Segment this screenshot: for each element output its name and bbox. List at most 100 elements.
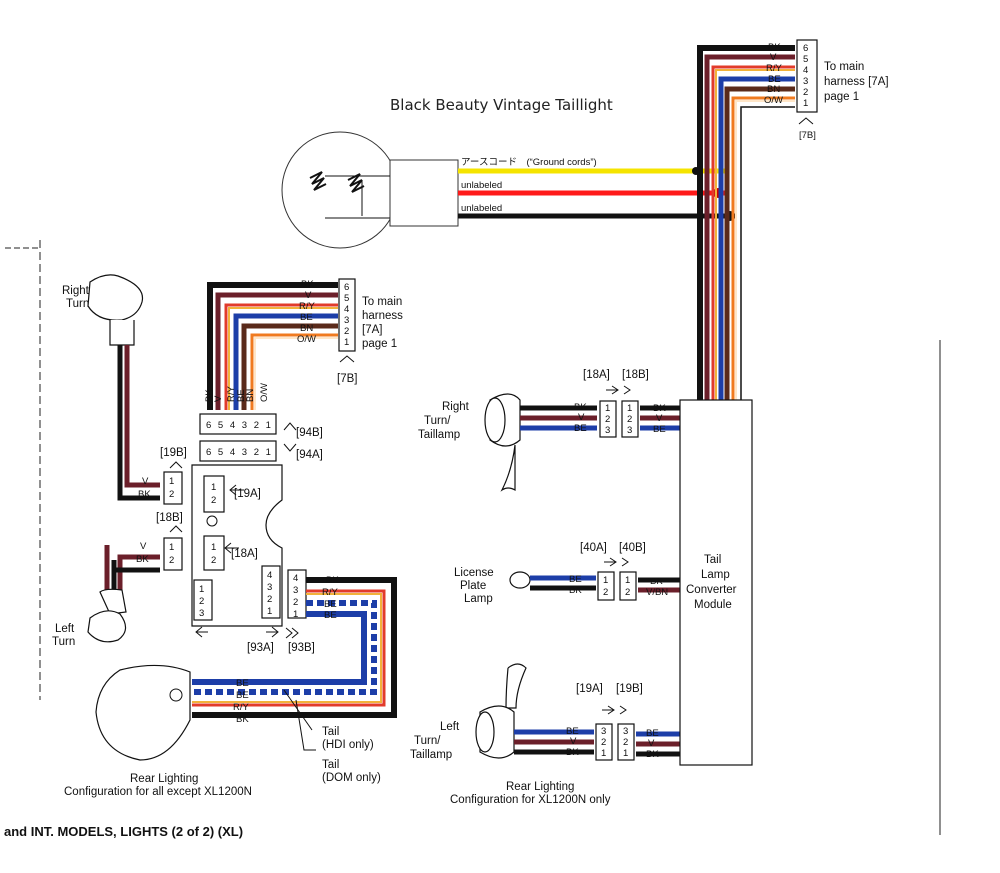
svg-text:Right: Right: [62, 285, 90, 297]
svg-text:BK: BK: [569, 585, 582, 596]
svg-text:2: 2: [199, 596, 204, 607]
svg-text:[94B]: [94B]: [296, 427, 323, 439]
svg-text:[19A]: [19A]: [576, 683, 603, 695]
wire-tag: BK: [768, 42, 781, 53]
svg-text:2: 2: [601, 737, 606, 748]
svg-text:BE: BE: [324, 599, 337, 610]
connector-19a: [203, 475, 225, 513]
caption: Configuration for XL1200N only: [450, 794, 611, 806]
page-footer-title: and INT. MODELS, LIGHTS (2 of 2) (XL): [4, 824, 243, 839]
diagram-title: Black Beauty Vintage Taillight: [390, 96, 613, 114]
svg-text:1: 1: [267, 606, 272, 617]
rear-lighting-left: BK R/Y BE BE BE BE R/Y BK Tail (HDI only…: [64, 575, 397, 798]
svg-text:4: 4: [803, 65, 808, 76]
svg-text:3: 3: [199, 608, 204, 619]
svg-text:Turn/: Turn/: [414, 735, 441, 747]
svg-text:R/Y: R/Y: [322, 587, 339, 598]
left-harness: BK V R/Y BE BN O/W 6 5 4 3 2 1 [7B] To m…: [204, 278, 403, 410]
svg-text:V: V: [140, 541, 147, 552]
wire-tag: O/W: [764, 95, 783, 106]
bulb-socket-circle: [281, 131, 399, 249]
wire-tag: V: [770, 52, 777, 63]
caption: Configuration for all except XL1200N: [64, 786, 252, 798]
svg-text:Taillamp: Taillamp: [410, 749, 452, 761]
svg-text:1: 1: [605, 403, 610, 414]
svg-text:1: 1: [601, 748, 606, 759]
connector-19b: [163, 471, 183, 505]
svg-text:1: 1: [169, 542, 174, 553]
connector-18a: [203, 535, 225, 571]
svg-text:1: 1: [623, 748, 628, 759]
dest-label: To main: [824, 61, 864, 73]
svg-text:[40B]: [40B]: [619, 542, 646, 554]
svg-text:Tail: Tail: [322, 759, 339, 771]
svg-text:BE: BE: [569, 574, 582, 585]
svg-text:2: 2: [211, 495, 216, 506]
svg-text:5: 5: [344, 293, 349, 304]
svg-text:V: V: [578, 412, 585, 423]
svg-text:[19A]: [19A]: [234, 488, 261, 500]
svg-text:2: 2: [211, 555, 216, 566]
svg-text:V/BN: V/BN: [646, 587, 668, 598]
svg-text:BK: BK: [138, 489, 151, 500]
svg-text:O/W: O/W: [259, 383, 270, 402]
svg-text:BK: BK: [646, 749, 659, 760]
left-turn-signal: Left Turn V BK 1 2 [18B]: [52, 512, 183, 648]
taillight-insert: アースコード (“Ground cords”) unlabeled unlabe…: [281, 131, 735, 249]
svg-text:1: 1: [344, 337, 349, 348]
svg-text:Right: Right: [442, 401, 470, 413]
svg-text:1: 1: [803, 98, 808, 109]
svg-text:[19B]: [19B]: [160, 447, 187, 459]
wire-label-ground: アースコード (“Ground cords”): [461, 157, 597, 168]
wire-tag: BE: [300, 312, 313, 323]
svg-text:1: 1: [293, 609, 298, 620]
svg-text:BK: BK: [236, 714, 249, 725]
connector-7b-top: [796, 39, 818, 113]
svg-text:[18B]: [18B]: [156, 512, 183, 524]
svg-text:1: 1: [627, 403, 632, 414]
svg-text:3: 3: [605, 425, 610, 436]
svg-text:(DOM only): (DOM only): [322, 772, 381, 784]
svg-text:Plate: Plate: [460, 580, 486, 592]
svg-text:2: 2: [267, 594, 272, 605]
dest-label: To main: [362, 296, 402, 308]
svg-text:2: 2: [627, 414, 632, 425]
svg-text:2: 2: [293, 597, 298, 608]
svg-text:6 5 4 3 2 1: 6 5 4 3 2 1: [206, 420, 273, 431]
svg-text:[19B]: [19B]: [616, 683, 643, 695]
svg-text:[94A]: [94A]: [296, 449, 323, 461]
svg-text:R/Y: R/Y: [233, 702, 250, 713]
svg-text:BE: BE: [236, 678, 249, 689]
svg-text:V: V: [648, 738, 655, 749]
svg-text:BE: BE: [646, 728, 659, 739]
svg-text:2: 2: [169, 489, 174, 500]
svg-text:[40A]: [40A]: [580, 542, 607, 554]
svg-text:[18A]: [18A]: [583, 369, 610, 381]
svg-text:BE: BE: [653, 424, 666, 435]
svg-text:BK: BK: [566, 747, 579, 758]
svg-text:2: 2: [605, 414, 610, 425]
dest-label: harness: [362, 310, 403, 322]
svg-text:1: 1: [169, 476, 174, 487]
svg-text:BN: BN: [245, 389, 256, 402]
connector-93a: [261, 565, 281, 619]
svg-text:V: V: [656, 413, 663, 424]
svg-text:3: 3: [344, 315, 349, 326]
svg-text:BK: BK: [650, 576, 663, 587]
svg-text:BE: BE: [236, 690, 249, 701]
svg-text:BK: BK: [204, 389, 215, 402]
connector-ref: [7B]: [799, 130, 816, 141]
svg-text:Converter: Converter: [686, 584, 737, 596]
connector-3pin: [193, 579, 213, 621]
wire-tag: BE: [768, 74, 781, 85]
svg-text:V: V: [142, 476, 149, 487]
svg-text:Taillamp: Taillamp: [418, 429, 460, 441]
svg-text:Lamp: Lamp: [701, 569, 730, 581]
svg-text:5: 5: [803, 54, 808, 65]
svg-text:Module: Module: [694, 599, 732, 611]
svg-text:2: 2: [344, 326, 349, 337]
svg-text:V: V: [213, 395, 224, 402]
dest-label: harness [7A]: [824, 76, 889, 88]
right-taillamp: Right Turn/ Taillamp BK V BE 1 2 3 1 2 3…: [418, 369, 680, 492]
